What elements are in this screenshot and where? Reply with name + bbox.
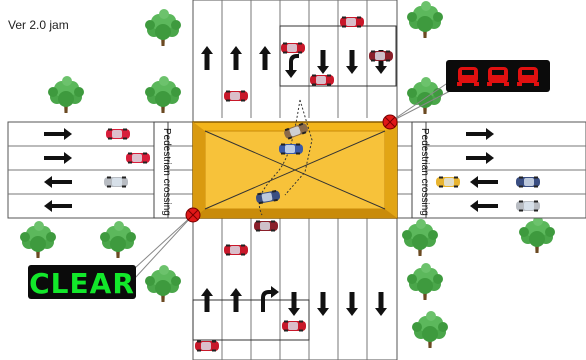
version-label: Ver 2.0 jam bbox=[8, 18, 69, 32]
red-sensor-icon-top-right bbox=[382, 114, 398, 130]
tree-icon-3 bbox=[145, 76, 181, 113]
tree-icon-9 bbox=[402, 219, 438, 256]
car-icon-top-4 bbox=[310, 74, 334, 86]
red-cars-jam-icon bbox=[457, 67, 539, 86]
tree-icon-2 bbox=[48, 76, 84, 113]
car-icon-left-3 bbox=[104, 176, 128, 188]
pedestrian-left-label: Pedestrian crossing bbox=[161, 128, 172, 216]
car-icon-right-2 bbox=[516, 176, 540, 188]
tree-icon-10 bbox=[519, 216, 555, 253]
car-icon-top-3 bbox=[369, 50, 393, 62]
tree-icon-5 bbox=[407, 77, 443, 114]
car-icon-right-1 bbox=[436, 176, 460, 188]
clear-status-label: CLEAR bbox=[29, 267, 135, 300]
tree-icon-4 bbox=[407, 1, 443, 38]
car-icon-top-2 bbox=[281, 42, 305, 54]
tree-icon-1 bbox=[145, 9, 181, 46]
u-turn-arrow-icon-top bbox=[285, 54, 299, 78]
car-icon-bottom-4 bbox=[195, 340, 219, 352]
jam-indicator-sign bbox=[446, 60, 550, 92]
tree-icon-11 bbox=[407, 263, 443, 300]
car-icon-left-2 bbox=[126, 152, 150, 164]
pedestrian-crossing-right: Pedestrian crossing bbox=[411, 121, 430, 219]
sensor-lines bbox=[134, 79, 453, 279]
clear-status-sign: CLEAR bbox=[28, 265, 136, 300]
red-sensor-icon-bottom-left bbox=[185, 207, 201, 223]
tree-icon-12 bbox=[412, 311, 448, 348]
car-icon-junction-2 bbox=[279, 143, 303, 155]
car-icon-left-1 bbox=[106, 128, 130, 140]
pedestrian-crossing-left: Pedestrian crossing bbox=[153, 121, 172, 219]
car-icon-bottom-2 bbox=[224, 244, 248, 256]
car-icon-right-3 bbox=[516, 200, 540, 212]
box-junction bbox=[192, 99, 398, 219]
tree-icon-7 bbox=[100, 221, 136, 258]
pedestrian-right-label: Pedestrian crossing bbox=[419, 128, 430, 216]
car-icon-bottom-1 bbox=[254, 220, 278, 232]
tree-icon-8 bbox=[145, 265, 181, 302]
car-icon-top-5 bbox=[224, 90, 248, 102]
turn-right-arrow-icon-bottom bbox=[261, 286, 279, 312]
tree-icon-6 bbox=[20, 221, 56, 258]
car-icon-bottom-3 bbox=[282, 320, 306, 332]
car-icon-top-1 bbox=[340, 16, 364, 28]
